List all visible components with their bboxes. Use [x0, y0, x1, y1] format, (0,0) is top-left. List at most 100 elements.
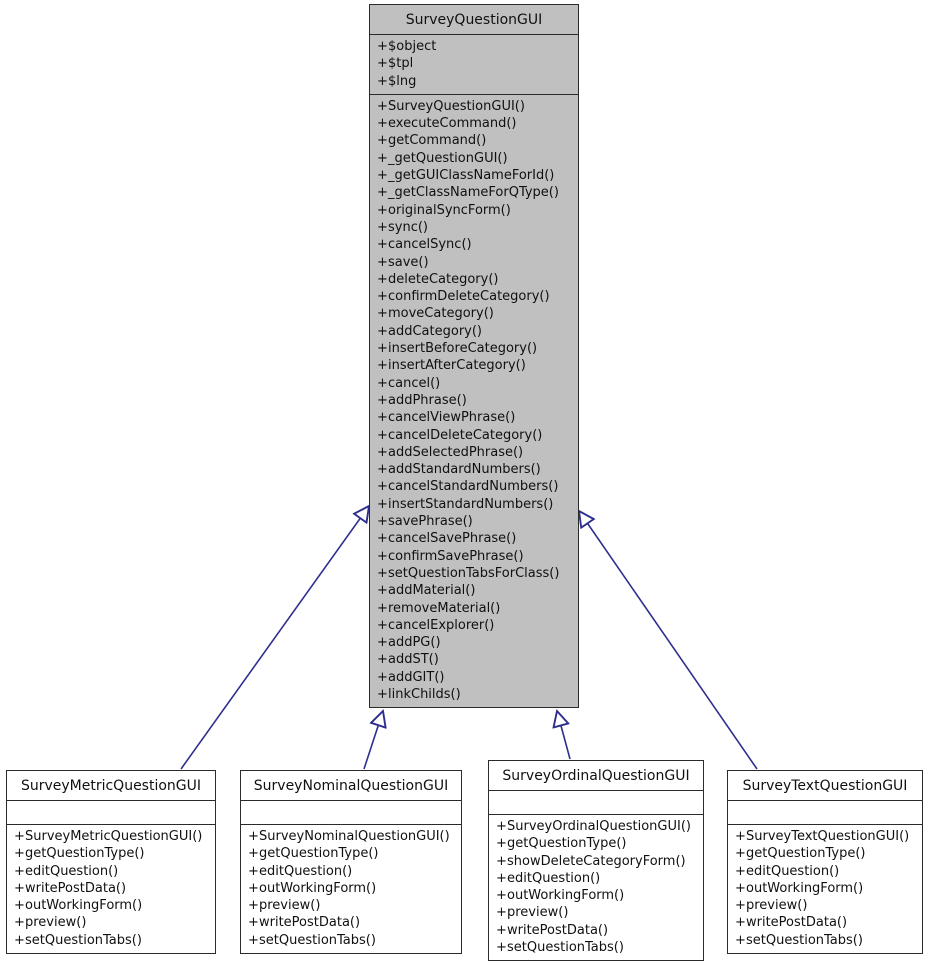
class-member: +addPhrase(): [377, 392, 467, 408]
visibility-marker: +: [14, 846, 25, 862]
class-member: +_getGUIClassNameForId(): [377, 168, 555, 184]
class-member: +getQuestionType(): [14, 846, 145, 862]
class-member: +savePhrase(): [377, 514, 473, 530]
visibility-marker: +: [735, 846, 746, 862]
class-member: +addStandardNumbers(): [377, 462, 541, 478]
visibility-marker: +: [14, 863, 25, 879]
visibility-marker: +: [14, 915, 25, 931]
class-member: +preview(): [14, 915, 87, 931]
visibility-marker: +: [377, 531, 388, 547]
class-member: +SurveyMetricQuestionGUI(): [14, 829, 203, 844]
class-methods-compartment: +SurveyQuestionGUI() +executeCommand()+ge…: [370, 95, 578, 707]
visibility-marker: +: [14, 898, 25, 914]
class-member: +editQuestion(): [735, 863, 840, 879]
visibility-marker: +: [377, 635, 388, 651]
visibility-marker: +: [248, 829, 259, 844]
class-member: +writePostData(): [14, 880, 127, 896]
visibility-marker: +: [248, 898, 259, 914]
class-member: +showDeleteCategoryForm(): [496, 853, 686, 869]
class-member: +removeMaterial(): [377, 600, 501, 616]
class-title-compartment: SurveyTextQuestionGUI: [728, 771, 922, 801]
class-member: +addPG(): [377, 635, 441, 651]
visibility-marker: +: [735, 915, 746, 931]
class-member: +writePostData(): [248, 915, 361, 931]
visibility-marker: +: [377, 583, 388, 599]
class-member: +insertStandardNumbers(): [377, 496, 554, 512]
class-member: +getQuestionType(): [735, 846, 866, 862]
class-member: +deleteCategory(): [377, 271, 499, 287]
class-box-survey-nominal-question-gui[interactable]: SurveyNominalQuestionGUI +SurveyNominalQ…: [240, 770, 462, 955]
class-member: +setQuestionTabs(): [14, 932, 142, 948]
class-methods-compartment: +SurveyNominalQuestionGUI()+getQuestionT…: [241, 825, 461, 953]
visibility-marker: +: [377, 479, 388, 495]
visibility-marker: +: [377, 168, 388, 184]
visibility-marker: +: [496, 853, 507, 869]
class-member: +cancelSync(): [377, 237, 472, 253]
class-member: +save(): [377, 254, 429, 270]
class-name: SurveyTextQuestionGUI: [742, 778, 908, 794]
class-attributes-compartment: [7, 801, 215, 825]
visibility-marker: +: [377, 39, 388, 54]
class-member: +sync(): [377, 219, 428, 235]
visibility-marker: +: [377, 185, 388, 201]
class-box-survey-text-question-gui[interactable]: SurveyTextQuestionGUI +SurveyTextQuestio…: [727, 770, 923, 955]
visibility-marker: +: [377, 462, 388, 478]
visibility-marker: +: [377, 219, 388, 235]
class-member: +SurveyOrdinalQuestionGUI(): [496, 819, 691, 834]
visibility-marker: +: [496, 922, 507, 938]
visibility-marker: +: [377, 306, 388, 322]
class-member: +preview(): [248, 898, 321, 914]
class-title-compartment: SurveyOrdinalQuestionGUI: [489, 761, 703, 791]
class-title-compartment: SurveyMetricQuestionGUI: [7, 771, 215, 801]
visibility-marker: +: [14, 932, 25, 948]
class-member: +$lng: [377, 73, 417, 89]
class-member: +setQuestionTabs(): [496, 940, 624, 956]
visibility-marker: +: [735, 863, 746, 879]
visibility-marker: +: [496, 870, 507, 886]
class-attributes-compartment: +$object+$tpl+$lng: [370, 35, 578, 95]
edge-metric-to-base: [180, 506, 369, 770]
visibility-marker: +: [377, 150, 388, 166]
class-member: +cancelSavePhrase(): [377, 531, 517, 547]
visibility-marker: +: [377, 341, 388, 357]
class-attributes-compartment: [728, 801, 922, 825]
visibility-marker: +: [377, 375, 388, 391]
visibility-marker: +: [377, 392, 388, 408]
class-member: +SurveyQuestionGUI(): [377, 98, 525, 114]
class-box-survey-metric-question-gui[interactable]: SurveyMetricQuestionGUI +SurveyMetricQue…: [6, 770, 216, 955]
visibility-marker: +: [377, 202, 388, 218]
visibility-marker: +: [14, 829, 25, 844]
class-member: +cancelViewPhrase(): [377, 410, 516, 426]
class-member: +editQuestion(): [496, 870, 601, 886]
class-member: +executeCommand(): [377, 116, 517, 132]
class-member: +linkChilds(): [377, 686, 461, 702]
visibility-marker: +: [377, 289, 388, 305]
edge-ordinal-to-base: [557, 711, 571, 760]
visibility-marker: +: [377, 496, 388, 512]
class-member: +$tpl: [377, 56, 414, 72]
class-name: SurveyQuestionGUI: [405, 12, 543, 28]
class-member: +addGIT(): [377, 669, 445, 685]
class-member: +outWorkingForm(): [735, 880, 864, 896]
class-box-survey-question-gui[interactable]: SurveyQuestionGUI +$object+$tpl+$lng +Su…: [369, 4, 579, 709]
class-member: +insertBeforeCategory(): [377, 341, 538, 357]
class-member: +setQuestionTabsForClass(): [377, 565, 560, 581]
class-member: +getQuestionType(): [248, 846, 379, 862]
class-title-compartment: SurveyQuestionGUI: [370, 5, 578, 35]
visibility-marker: +: [735, 829, 746, 844]
visibility-marker: +: [377, 410, 388, 426]
visibility-marker: +: [735, 932, 746, 948]
class-member: +getCommand(): [377, 133, 487, 149]
visibility-marker: +: [377, 323, 388, 339]
class-box-survey-ordinal-question-gui[interactable]: SurveyOrdinalQuestionGUI +SurveyOrdinalQ…: [488, 760, 704, 962]
class-member: +cancelExplorer(): [377, 617, 495, 633]
visibility-marker: +: [377, 686, 388, 702]
class-member: +editQuestion(): [248, 863, 353, 879]
visibility-marker: +: [377, 444, 388, 460]
class-member: +SurveyTextQuestionGUI(): [735, 829, 910, 844]
visibility-marker: +: [377, 617, 388, 633]
visibility-marker: +: [377, 237, 388, 253]
visibility-marker: +: [377, 600, 388, 616]
class-member: +addSelectedPhrase(): [377, 444, 524, 460]
visibility-marker: +: [377, 652, 388, 668]
